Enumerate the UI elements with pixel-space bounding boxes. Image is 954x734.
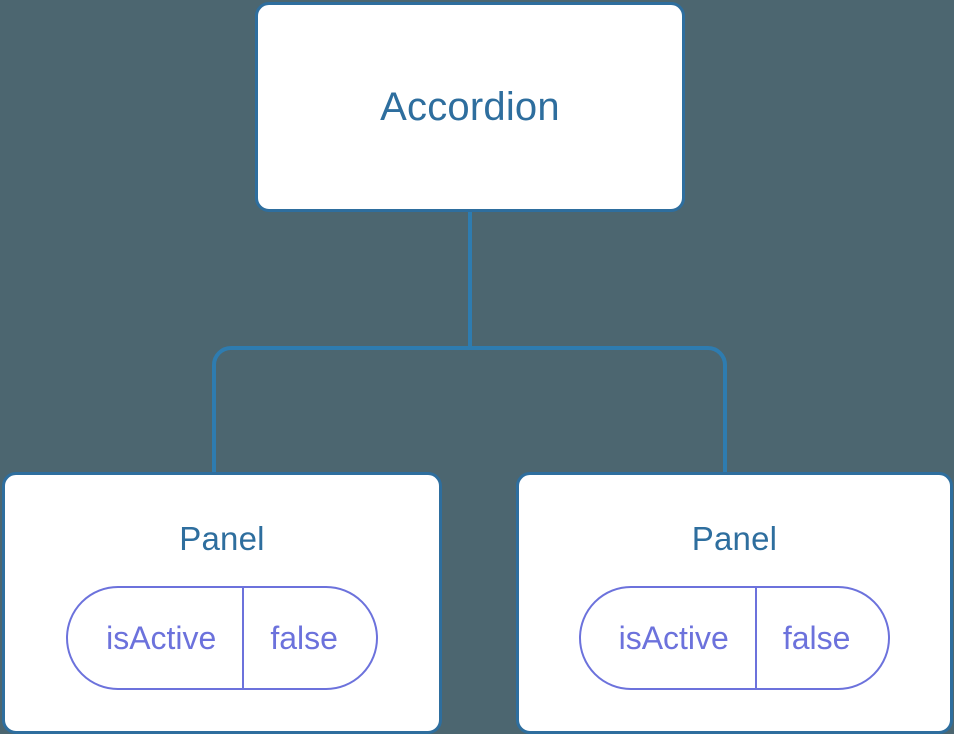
prop-pill-panel-left[interactable]: isActive false bbox=[66, 586, 378, 690]
node-panel-right-title: Panel bbox=[691, 520, 778, 557]
prop-pill-panel-right[interactable]: isActive false bbox=[578, 586, 891, 690]
node-panel-right[interactable]: Panel isActive false bbox=[516, 472, 953, 734]
node-panel-left[interactable]: Panel isActive false bbox=[2, 472, 442, 734]
node-accordion-title: Accordion bbox=[380, 84, 560, 129]
prop-key-isactive: isActive bbox=[618, 619, 729, 656]
node-accordion[interactable]: Accordion bbox=[255, 2, 685, 212]
node-panel-left-title: Panel bbox=[179, 520, 265, 557]
prop-key-isactive: isActive bbox=[106, 619, 217, 656]
prop-value-isactive: false bbox=[242, 588, 376, 688]
prop-value-isactive: false bbox=[754, 588, 889, 688]
connector-branch-right bbox=[470, 346, 727, 474]
connector-branch-left bbox=[212, 346, 470, 474]
